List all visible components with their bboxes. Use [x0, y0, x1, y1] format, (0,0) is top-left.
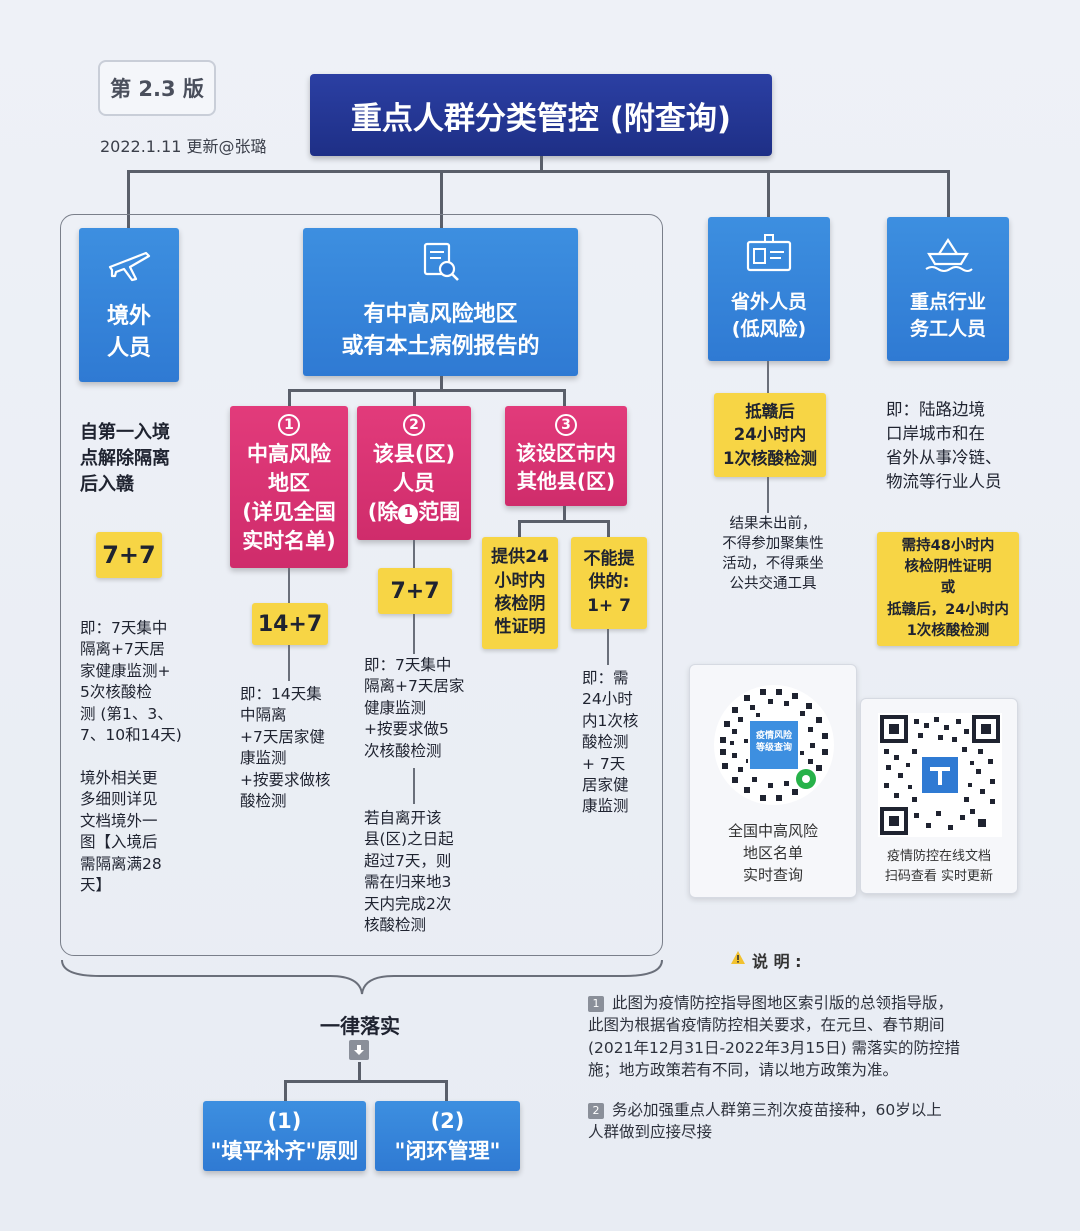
warning-icon [730, 950, 746, 970]
connector [947, 170, 950, 218]
overseas-extra: 境外相关更 多细则详见 文档境外一 图【入境后 需隔离满28 天】 [80, 769, 162, 894]
id-badge-icon [745, 234, 793, 283]
connector [445, 1080, 448, 1102]
connector [288, 568, 290, 604]
category-overseas: 境外 人员 [79, 228, 179, 382]
note-number-icon: 2 [588, 1103, 604, 1119]
risk-sub-2-detail: 即：7天集中 隔离+7天居家 健康监测 +按要求做5 次核酸检测 [364, 656, 465, 760]
notes-title-text: 说 明 : [752, 952, 802, 971]
connector [563, 389, 566, 407]
connector [288, 645, 290, 681]
ship-icon [923, 234, 973, 283]
category-overseas-label: 境外 人员 [106, 304, 151, 361]
airplane-icon [106, 245, 152, 295]
number-badge: 1 [398, 503, 419, 524]
category-key-industry-label: 重点行业 务工人员 [909, 290, 986, 341]
connector [288, 389, 291, 407]
risk-sub-2-label: 该县(区) 人员 (除 [367, 442, 456, 524]
out-of-province-detail: 结果未出前， 不得参加聚集性 活动，不得乘坐 公共交通工具 [722, 516, 824, 592]
version-badge: 第 2.3 版 [98, 60, 216, 116]
connector [607, 629, 609, 665]
category-out-of-province-label: 省外人员 (低风险) [730, 290, 807, 341]
connector [440, 376, 443, 390]
connector [413, 540, 415, 568]
risk-sub-3-option-test: 不能提 供的: 1+ 7 [571, 537, 647, 629]
document-search-icon [421, 241, 461, 293]
number-badge: 3 [555, 414, 577, 436]
risk-sub-2-rule: 7+7 [378, 568, 452, 614]
qr-risk-list-caption: 全国中高风险 地区名单 实时查询 [727, 822, 818, 884]
number-badge: 2 [403, 414, 425, 436]
risk-sub-3-option-test-detail: 即：需 24小时 内1次核 酸检测 + 7天 居家健 康监测 [582, 669, 639, 816]
category-key-industry: 重点行业 务工人员 [887, 217, 1009, 361]
number-badge: 1 [278, 414, 300, 436]
qr-code-mini-program[interactable]: 疫情风险 等级查询 [710, 681, 838, 809]
category-risk-area: 有中高风险地区 或有本土病例报告的 [303, 228, 578, 376]
connector [288, 389, 566, 392]
connector [767, 361, 769, 393]
risk-sub-2-extra: 若自离开该 县(区)之日起 超过7天，则 需在归来地3 天内完成2次 核酸检测 [364, 809, 454, 934]
risk-sub-3-option-certificate: 提供24 小时内 核检阴 性证明 [482, 537, 558, 649]
overseas-detail: 即：7天集中 隔离+7天居 家健康监测+ 5次核酸检 测 (第1、3、 7、10… [80, 619, 182, 744]
connector [358, 1062, 361, 1082]
connector [540, 156, 543, 172]
category-out-of-province: 省外人员 (低风险) [708, 217, 830, 361]
principle-closed-loop: (2) "闭环管理" [375, 1101, 520, 1171]
connector [563, 506, 566, 522]
connector [413, 389, 416, 407]
bottom-label: 一律落实 [320, 1014, 400, 1038]
risk-sub-3-label: 该设区市内 其他县(区) [516, 441, 616, 493]
risk-sub-1: 1 中高风险 地区 (详见全国 实时名单) [230, 406, 348, 568]
connector [767, 170, 770, 218]
connector [284, 1080, 448, 1083]
category-risk-area-label: 有中高风险地区 或有本土病例报告的 [341, 302, 540, 359]
notes-title: 说 明 : [730, 948, 802, 972]
connector [127, 170, 130, 228]
arrow-down-icon [349, 1040, 369, 1060]
group-frame [60, 214, 663, 956]
connector [518, 520, 521, 538]
key-industry-rule: 需持48小时内 核检阴性证明 或 抵赣后，24小时内 1次核酸检测 [877, 532, 1019, 646]
note-number-icon: 1 [588, 996, 604, 1012]
qr-code-online-doc[interactable] [878, 713, 1002, 837]
risk-sub-1-label: 中高风险 地区 (详见全国 实时名单) [242, 442, 336, 553]
risk-sub-1-detail: 即：14天集 中隔离 +7天居家健 康监测 +按要求做核 酸检测 [240, 685, 331, 810]
note-item-2-text: 务必加强重点人群第三剂次疫苗接种，60岁以上 人群做到应接尽接 [588, 1101, 942, 1142]
connector [413, 768, 415, 804]
connector [440, 170, 443, 228]
connector [767, 477, 769, 513]
note-item-1-text: 此图为疫情防控指导图地区索引版的总领指导版， 此图为根据省疫情防控相关要求，在元… [588, 994, 961, 1080]
curly-brace [60, 956, 664, 998]
page-title: 重点人群分类管控 (附查询) [310, 74, 772, 156]
principle-fill-gaps: (1) "填平补齐"原则 [203, 1101, 366, 1171]
connector [413, 614, 415, 654]
risk-sub-2-label-tail: 范围 [418, 499, 461, 524]
overseas-rule: 7+7 [96, 532, 162, 578]
risk-sub-1-rule: 14+7 [252, 603, 328, 645]
qr-card-online-doc[interactable]: 疫情防控在线文档 扫码查看 实时更新 [860, 698, 1018, 894]
out-of-province-rule: 抵赣后 24小时内 1次核酸检测 [714, 393, 826, 477]
qr-card-risk-list[interactable]: 疫情风险 等级查询 全国中高风险 地区名单 实时查询 [689, 664, 857, 898]
update-note: 2022.1.11 更新@张璐 [100, 137, 267, 156]
qr-online-doc-caption: 疫情防控在线文档 扫码查看 实时更新 [884, 849, 994, 884]
connector [284, 1080, 287, 1102]
risk-sub-3: 3 该设区市内 其他县(区) [505, 406, 627, 506]
overseas-desc: 自第一入境 点解除隔离 后入赣 [80, 422, 170, 496]
connector [607, 520, 610, 538]
connector [127, 170, 950, 173]
connector [518, 520, 610, 523]
qr-center-label: 疫情风险 等级查询 [755, 731, 792, 753]
key-industry-desc: 即：陆路边境 口岸城市和在 省外从事冷链、 物流等行业人员 [886, 400, 1002, 491]
